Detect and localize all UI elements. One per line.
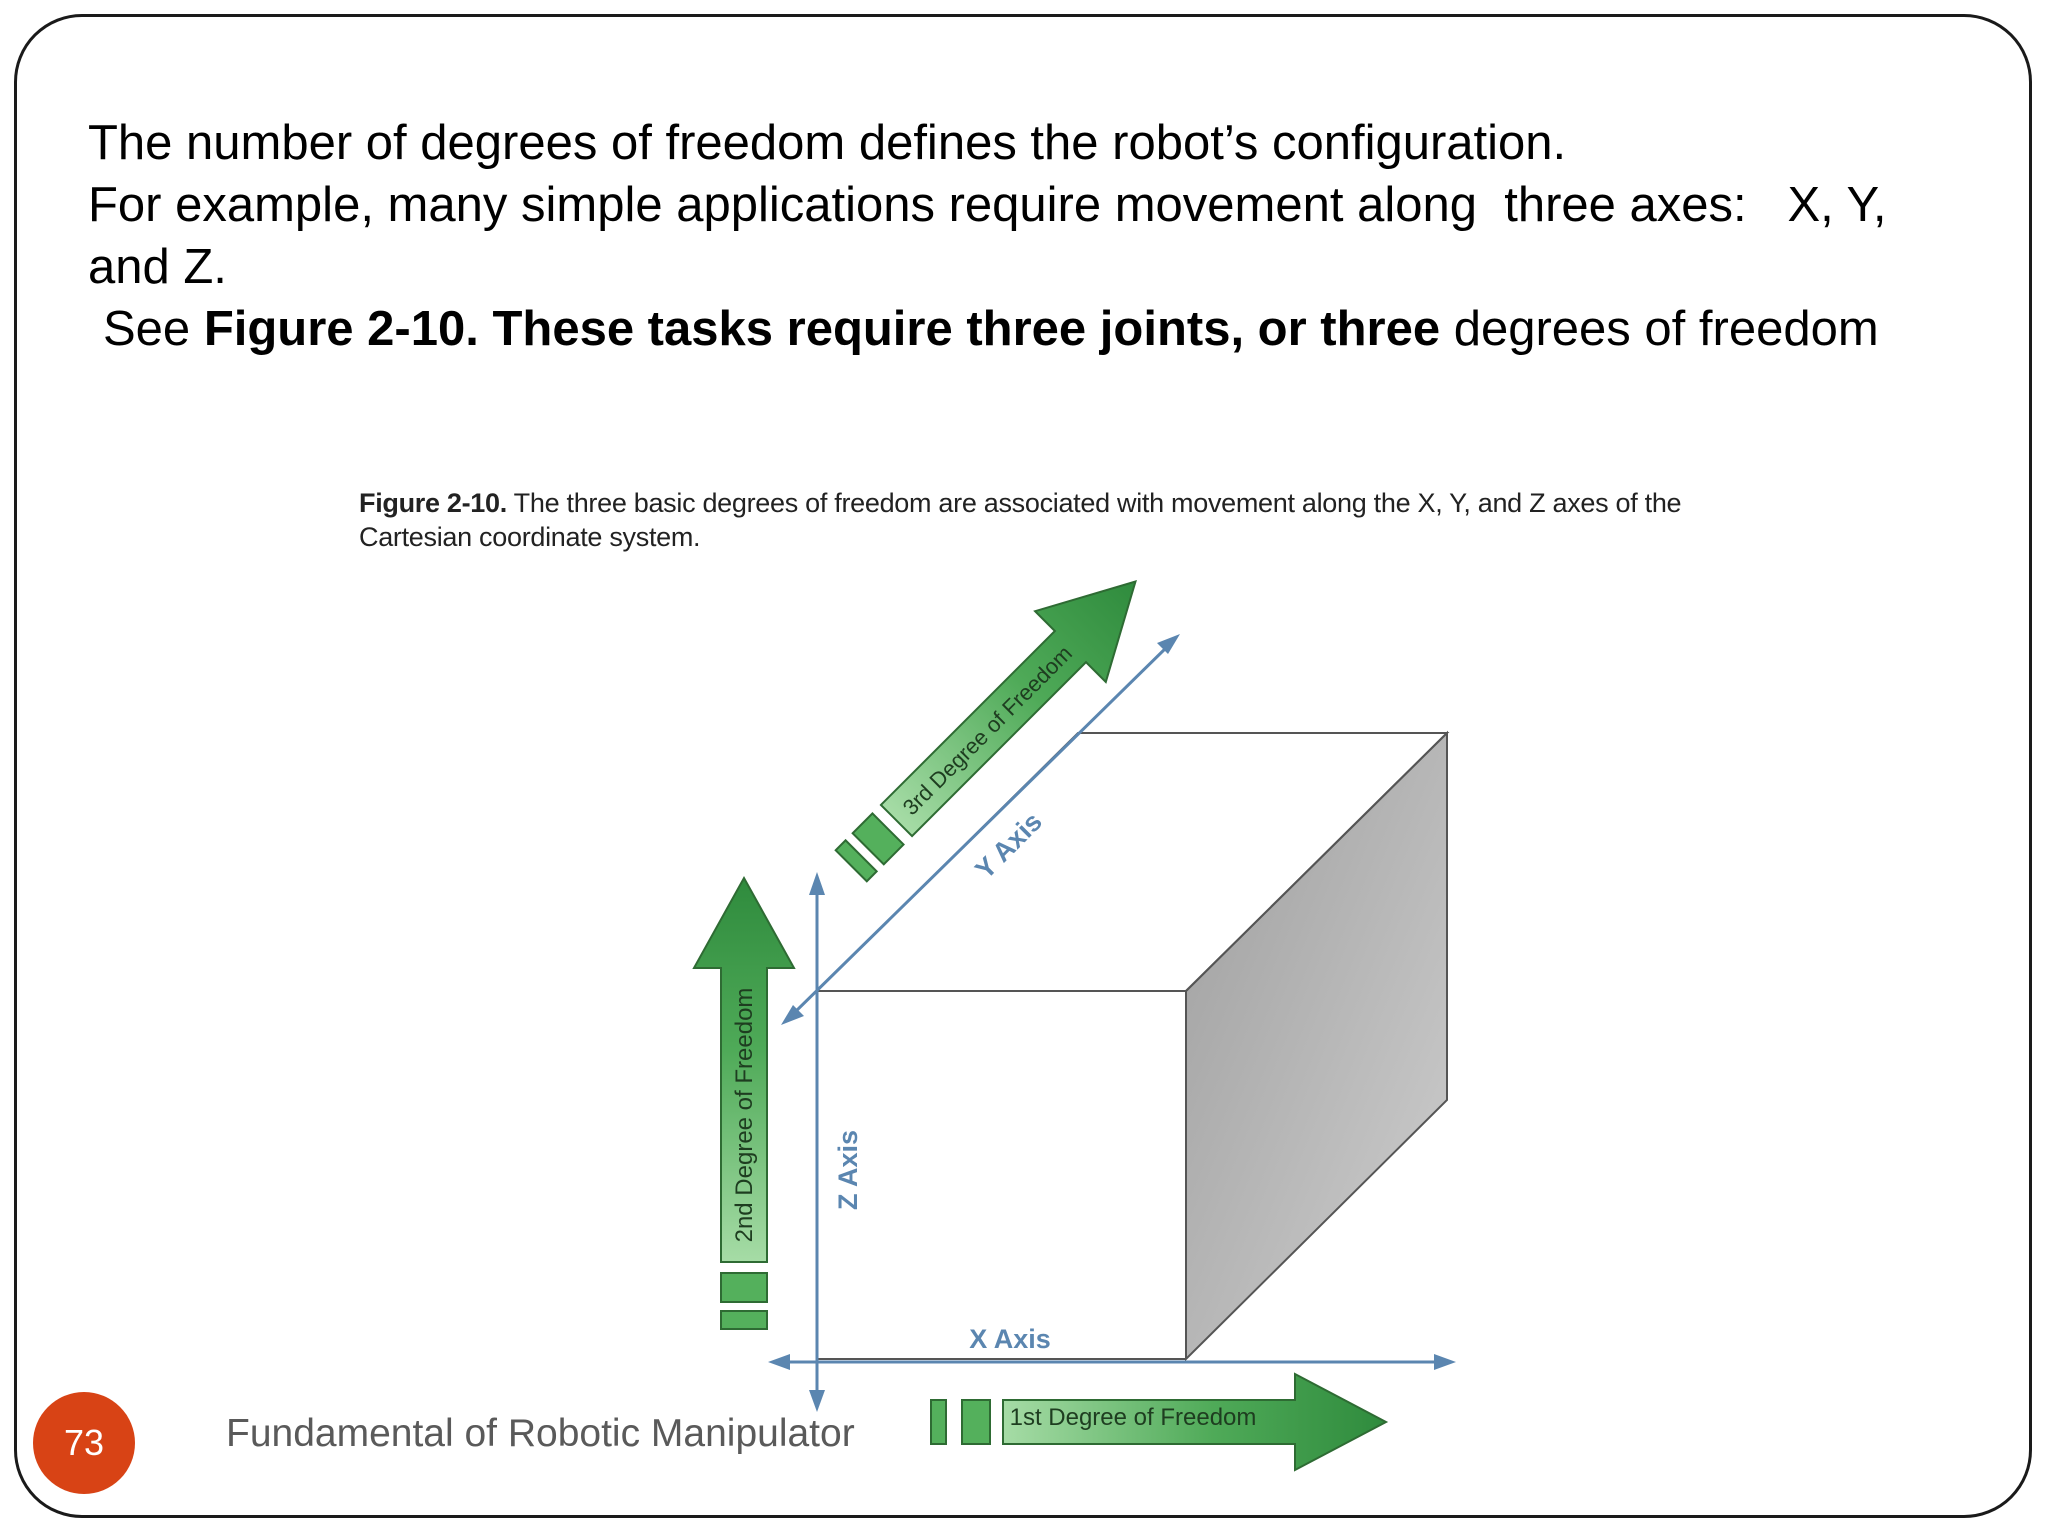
third-dof-arrow-body xyxy=(879,580,1137,838)
z-axis-arrowhead-bottom xyxy=(809,1390,825,1412)
x-axis-arrowhead-left xyxy=(768,1354,790,1370)
slide-body-text: The number of degrees of freedom defines… xyxy=(88,112,1988,360)
z-axis-arrowhead-top xyxy=(809,872,825,895)
axes xyxy=(768,634,1456,1412)
body-line-4-prefix: See xyxy=(103,302,204,356)
body-line-4: See Figure 2-10. These tasks require thr… xyxy=(88,298,1988,360)
first-dof-label: 1st Degree of Freedom xyxy=(1010,1404,1257,1431)
figure-caption: Figure 2-10. The three basic degrees of … xyxy=(359,486,1699,554)
body-line-4-bold: Figure 2-10. These tasks require three j… xyxy=(203,302,1441,356)
cube-side-face xyxy=(1185,730,1448,1362)
second-dof-arrow-body xyxy=(692,875,796,1263)
figure-caption-text: The three basic degrees of freedom are a… xyxy=(359,488,1682,552)
third-dof-tail-block-2 xyxy=(851,812,905,866)
second-dof-tail-block-1 xyxy=(720,1272,768,1303)
body-line-4-suffix: degrees of freedom xyxy=(1440,302,1879,356)
body-line-1: The number of degrees of freedom defines… xyxy=(88,116,1567,170)
third-dof-tail-block-1 xyxy=(834,838,879,883)
page-number-badge: 73 xyxy=(33,1392,135,1494)
y-axis-arrowhead-upper xyxy=(1157,634,1180,654)
x-axis-label: X Axis xyxy=(969,1324,1051,1354)
slide-frame xyxy=(14,14,2032,1518)
third-dof-label: 3rd Degree of Freedom xyxy=(898,641,1077,820)
figure-caption-label: Figure 2-10. xyxy=(359,488,507,518)
y-axis-label: Y Axis xyxy=(969,806,1048,885)
body-line-3: and Z. xyxy=(88,240,227,294)
second-dof-label: 2nd Degree of Freedom xyxy=(731,988,758,1243)
z-axis-label: Z Axis xyxy=(833,1130,863,1210)
first-dof-tail-block-1 xyxy=(930,1399,947,1445)
body-line-2: For example, many simple applications re… xyxy=(88,178,1887,232)
y-axis-line xyxy=(788,642,1172,1019)
second-dof-tail-block-2 xyxy=(720,1310,768,1330)
second-dof-arrow: 2nd Degree of Freedom xyxy=(692,875,796,1330)
first-dof-arrow: 1st Degree of Freedom xyxy=(930,1372,1389,1472)
first-dof-arrow-body xyxy=(1002,1372,1389,1472)
y-axis-arrowhead-lower xyxy=(781,1005,804,1025)
footer-title: Fundamental of Robotic Manipulator xyxy=(226,1412,855,1455)
first-dof-tail-block-2 xyxy=(961,1399,991,1445)
x-axis-arrowhead-right xyxy=(1434,1354,1456,1370)
